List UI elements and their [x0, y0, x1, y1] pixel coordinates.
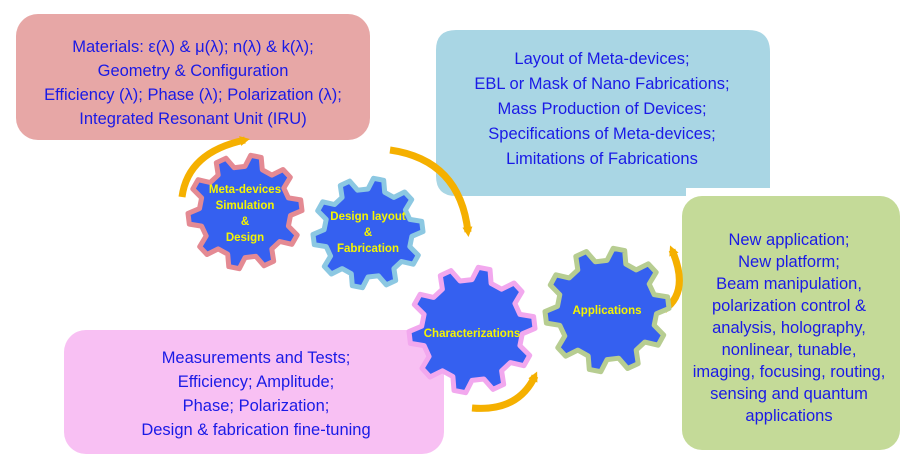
gear-layout-line-3: Fabrication	[337, 243, 399, 255]
gear-simulation	[185, 152, 305, 272]
materials-line-2: Geometry & Configuration	[98, 62, 289, 80]
materials-line-3: Efficiency (λ); Phase (λ); Polarization …	[44, 86, 342, 104]
gear-simulation-line-4: Design	[226, 232, 264, 244]
applications-line-8: sensing and quantum	[710, 385, 868, 403]
measurements-line-1: Measurements and Tests;	[162, 349, 351, 367]
applications-line-5: analysis, holography,	[712, 319, 866, 337]
layout-line-1: Layout of Meta-devices;	[514, 50, 689, 68]
layout-line-5: Limitations of Fabrications	[506, 150, 698, 168]
gear-applications-label: Applications	[572, 305, 641, 317]
applications-box	[682, 196, 900, 450]
gear-applications	[542, 245, 672, 375]
applications-line-9: applications	[745, 407, 832, 425]
gear-characterization	[406, 264, 538, 396]
gear-simulation-line-1: Meta-devices	[209, 184, 281, 196]
materials-line-1: Materials: ε(λ) & μ(λ); n(λ) & k(λ);	[72, 38, 313, 56]
arrow-into-applications-gear	[471, 371, 539, 412]
measurements-box	[64, 330, 444, 454]
applications-line-3: Beam manipulation,	[716, 275, 862, 293]
applications-line-1: New application;	[728, 231, 849, 249]
layout-line-3: Mass Production of Devices;	[497, 100, 706, 118]
gear-characterization-label: Characterizations	[424, 328, 521, 340]
gear-layout	[310, 175, 426, 291]
gear-simulation-line-2: Simulation	[216, 200, 275, 212]
materials-line-4: Integrated Resonant Unit (IRU)	[79, 110, 306, 128]
gear-layout-line-2: &	[364, 227, 372, 239]
measurements-line-4: Design & fabrication fine-tuning	[141, 421, 370, 439]
applications-line-2: New platform;	[738, 253, 840, 271]
layout-box	[436, 30, 770, 196]
layout-line-2: EBL or Mask of Nano Fabrications;	[474, 75, 729, 93]
measurements-line-3: Phase; Polarization;	[183, 397, 330, 415]
applications-line-6: nonlinear, tunable,	[722, 341, 857, 359]
arrow-into-characterization-gear	[389, 146, 473, 237]
measurements-line-2: Efficiency; Amplitude;	[178, 373, 335, 391]
gear-simulation-line-3: &	[241, 216, 249, 228]
gear-layout-line-1: Design layout	[330, 211, 406, 223]
applications-line-7: imaging, focusing, routing,	[693, 363, 886, 381]
materials-box	[16, 14, 370, 140]
layout-line-4: Specifications of Meta-devices;	[488, 125, 715, 143]
applications-line-4: polarization control &	[712, 297, 866, 315]
arrow-into-simulation-gear	[178, 136, 250, 198]
